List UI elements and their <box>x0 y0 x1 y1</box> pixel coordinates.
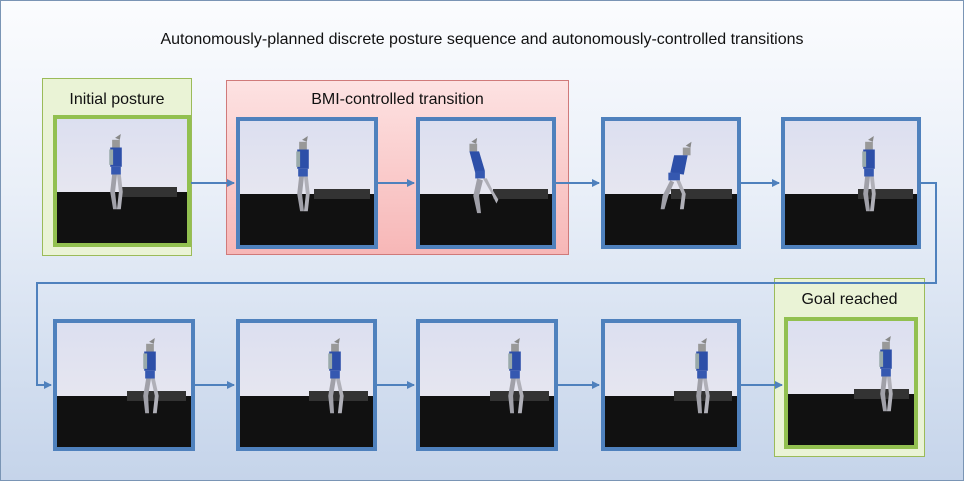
robot-figure <box>328 337 344 414</box>
robot-figure <box>142 337 159 414</box>
robot-figure <box>508 337 525 414</box>
frame-initial-posture <box>53 115 191 247</box>
frame-bmi-transition-2 <box>416 117 556 249</box>
initial-posture-label: Initial posture <box>69 91 165 108</box>
frame-autonomous-8 <box>416 319 558 451</box>
frame-autonomous-7 <box>236 319 377 451</box>
robot-figure <box>296 135 310 212</box>
goal-reached-label: Goal reached <box>801 291 898 308</box>
frame-goal-posture <box>784 317 918 449</box>
robot-figure <box>695 337 710 414</box>
robot-figure <box>861 135 876 212</box>
robot-figure <box>109 133 123 210</box>
robot-figure <box>469 137 498 214</box>
frame-autonomous-5 <box>781 117 921 249</box>
robot-figure <box>660 141 692 210</box>
robot-figure <box>879 335 893 412</box>
diagram-title: Autonomously-planned discrete posture se… <box>160 31 804 48</box>
frame-autonomous-9 <box>601 319 741 451</box>
bmi-transition-label: BMI-controlled transition <box>311 91 484 108</box>
frame-bmi-transition-1 <box>236 117 378 249</box>
frame-autonomous-4 <box>601 117 741 249</box>
arrow-5-6-wrap <box>36 182 937 389</box>
frame-autonomous-6 <box>53 319 195 451</box>
